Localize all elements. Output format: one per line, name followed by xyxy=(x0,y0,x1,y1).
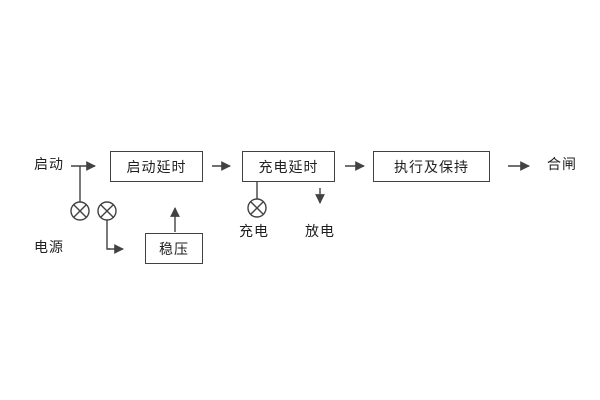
start-indicator-lamp-icon xyxy=(70,201,90,221)
start-delay-box: 启动延时 xyxy=(110,151,203,182)
voltage-reg-box: 稳压 xyxy=(145,233,203,264)
power-label: 电源 xyxy=(34,239,64,255)
power-indicator-lamp-icon xyxy=(97,201,117,221)
discharge-label: 放电 xyxy=(305,223,335,239)
close-label: 合闸 xyxy=(547,156,577,172)
start-label: 启动 xyxy=(34,156,64,172)
execute-hold-box: 执行及保持 xyxy=(373,151,490,182)
start-arrow xyxy=(71,161,96,202)
charge-delay-box: 充电延时 xyxy=(242,151,335,182)
power-line-arrow xyxy=(106,220,124,254)
charge-label: 充电 xyxy=(239,223,269,239)
charge-indicator-lamp-icon xyxy=(247,198,267,218)
